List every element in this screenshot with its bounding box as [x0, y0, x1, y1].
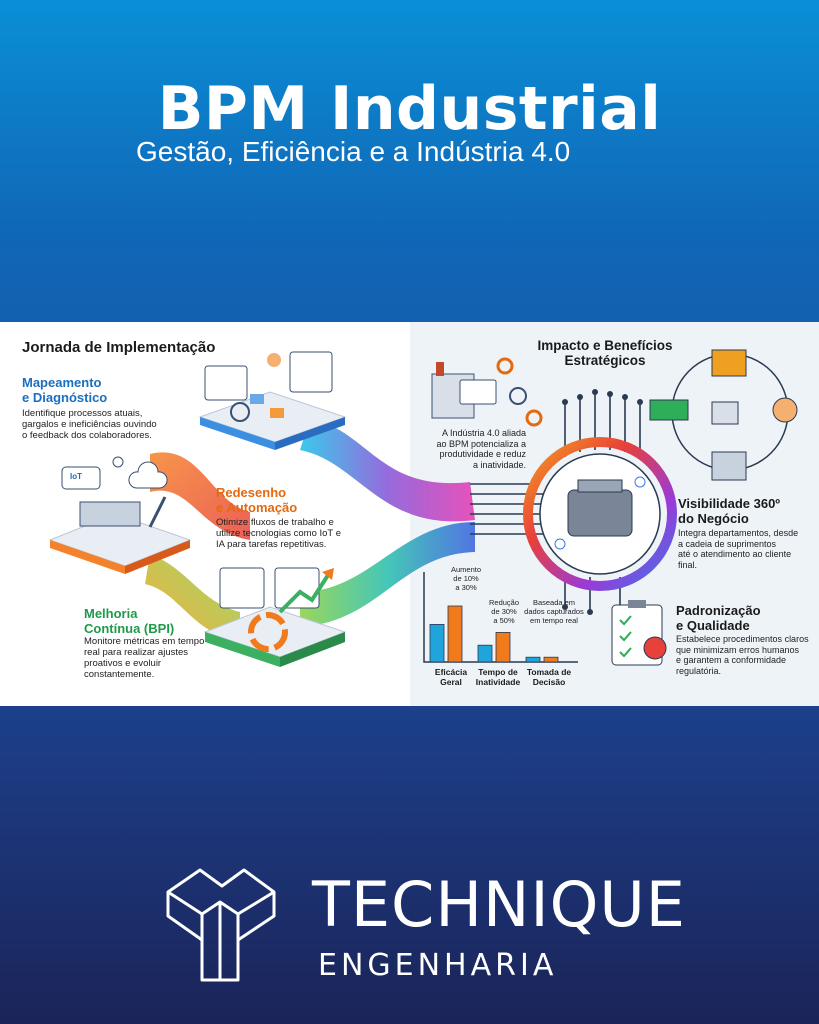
bpi-platform [203, 567, 347, 667]
gear-icon-2 [525, 409, 543, 427]
bar-2-0 [525, 656, 541, 663]
factory-icon [431, 357, 543, 427]
central-hub [523, 437, 677, 591]
warehouse-icon [711, 451, 747, 481]
magnifier-icon-2 [509, 387, 527, 405]
cloud-icon [128, 461, 168, 489]
journey-heading: Jornada de Implementação [22, 339, 216, 356]
growth-arrow-icon [278, 570, 332, 614]
support-agent-icon [772, 397, 798, 423]
bar-1-0 [477, 644, 493, 663]
automation-platform [48, 456, 192, 574]
brand-name: TECHNIQUE [312, 868, 686, 941]
truck-icon [649, 399, 689, 421]
visibility-cycle [649, 349, 798, 481]
robot-arm-icon [148, 496, 167, 528]
page-title: BPM Industrial [157, 74, 662, 144]
ribbon-step2-to-step3 [145, 554, 240, 642]
engine-icon [567, 489, 633, 537]
wifi-icon [112, 456, 124, 468]
bar-0-1 [447, 605, 463, 663]
cycle-icon [248, 612, 288, 652]
mapping-platform [198, 351, 347, 450]
ribbon-step1-to-step2 [150, 452, 250, 540]
bar-0-0 [429, 623, 445, 663]
factory-robot-icon [711, 349, 747, 377]
iot-label: IoT [70, 472, 82, 481]
page-subtitle: Gestão, Eficiência e a Indústria 4.0 [136, 136, 571, 167]
gear-icon [496, 357, 514, 375]
step1-desc: Identifique processos atuais,gargalos e … [22, 408, 157, 441]
impact-bar-chart [423, 572, 578, 663]
plant-icon [711, 401, 739, 425]
ribbon-mapping-to-hub [300, 418, 475, 522]
brand-subtitle: ENGENHARIA [318, 948, 558, 983]
magnifier-icon [230, 402, 250, 422]
badge-icon [643, 636, 667, 660]
bar-1-1 [495, 631, 511, 663]
ribbon-bpi-to-hub [300, 522, 475, 627]
flow-diagram [48, 349, 798, 667]
quality-checklist [611, 600, 667, 666]
technique-logo-icon [166, 868, 276, 982]
bar-2-1 [543, 656, 559, 663]
